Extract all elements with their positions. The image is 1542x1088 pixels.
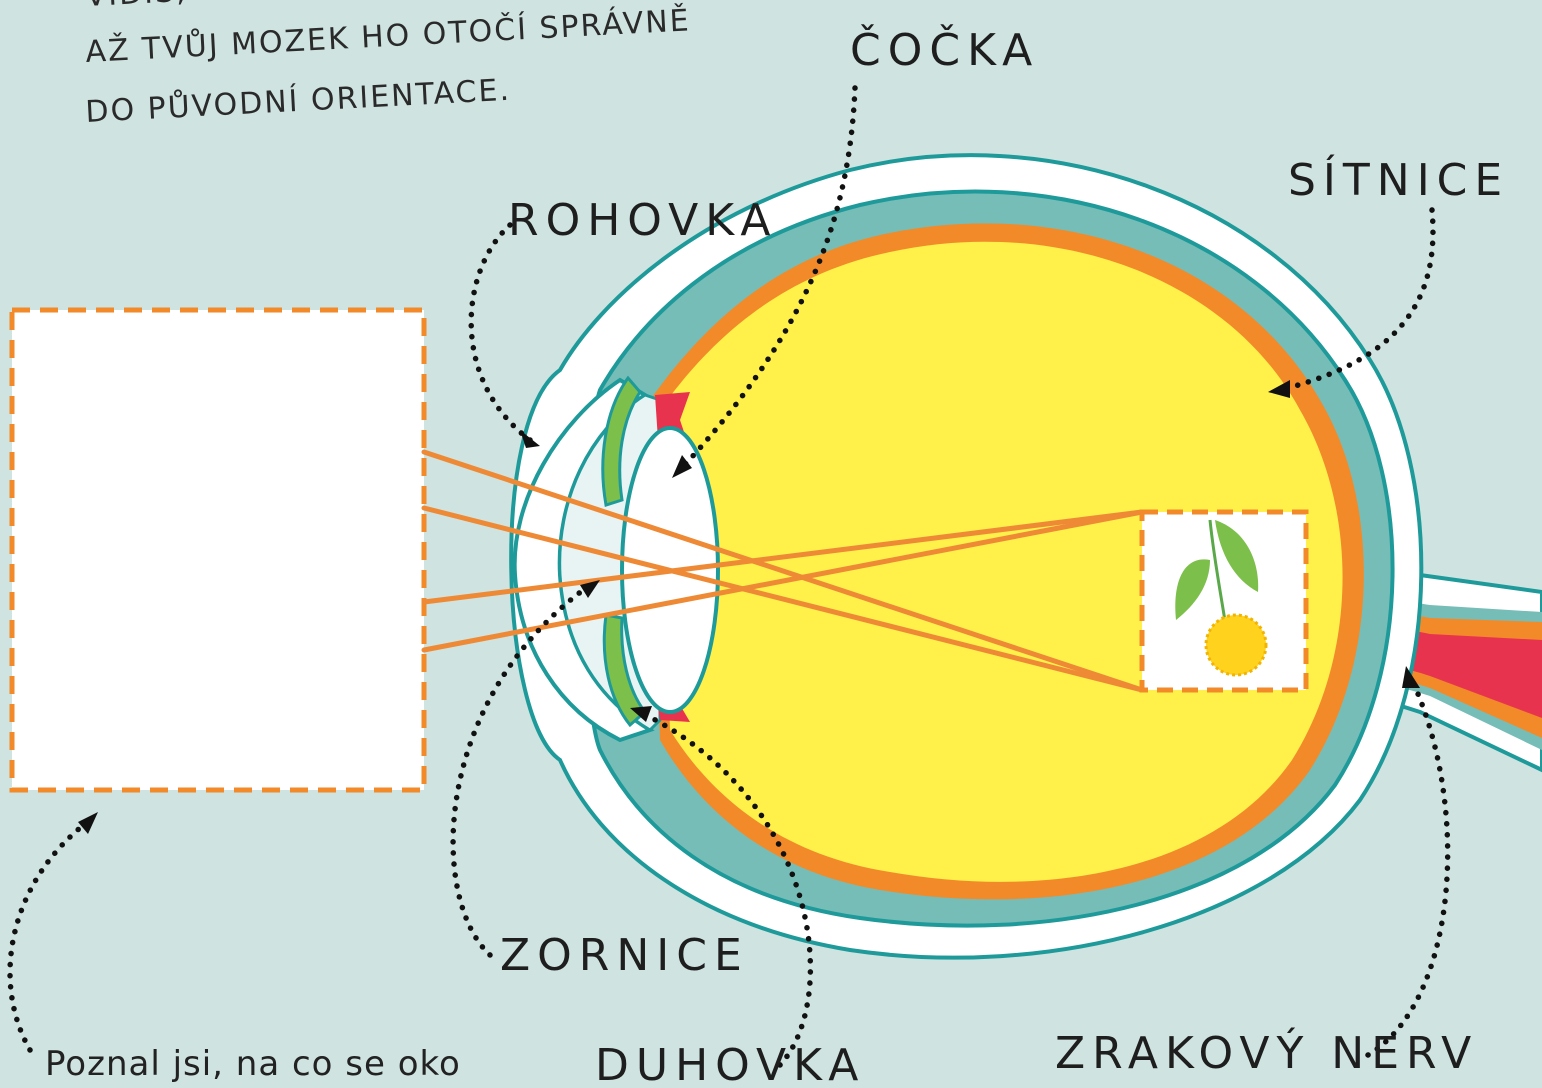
pointer-caption xyxy=(10,820,90,1050)
intro-line-2: AŽ TVŮJ MOZEK HO OTOČÍ SPRÁVNĚ xyxy=(84,1,691,70)
pointer-rohovka xyxy=(471,225,530,440)
intro-line-1: VIDÍŠ, NA SÍTNICI xyxy=(84,0,379,14)
retina-image xyxy=(1142,512,1306,690)
intro-line-3: DO PŮVODNÍ ORIENTACE. xyxy=(84,71,511,130)
label-cocka: ČOČKA xyxy=(850,23,1039,76)
label-sitnice: SÍTNICE xyxy=(1288,153,1509,206)
label-zornice: ZORNICE xyxy=(500,930,749,981)
label-duhovka: DUHOVKA xyxy=(595,1040,865,1088)
pointer-caption-arrowhead xyxy=(78,812,98,834)
dandelion-flower xyxy=(1206,615,1266,675)
label-rohovka: ROHOVKA xyxy=(508,195,777,246)
caption-text: Poznal jsi, na co se oko xyxy=(45,1044,461,1084)
object-frame xyxy=(12,310,424,790)
label-zrakovy-nerv: ZRAKOVÝ NERV xyxy=(1055,1026,1478,1079)
